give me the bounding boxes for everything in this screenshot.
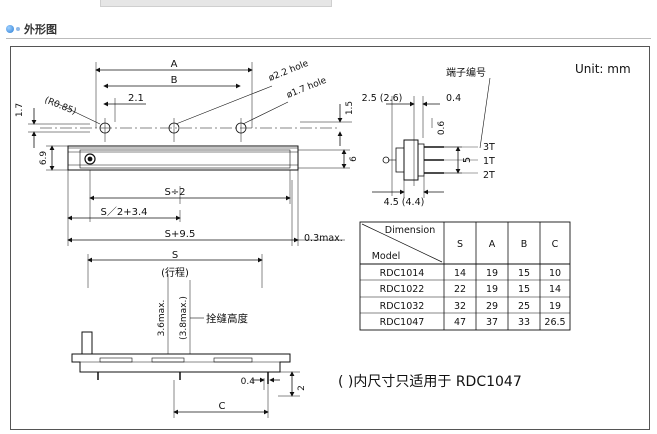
bottom-view	[71, 254, 300, 418]
side-dim-04-label: 0.4	[446, 93, 461, 104]
table-cell: 25	[518, 301, 530, 312]
hole-17-label: ø1.7 hole	[285, 76, 328, 101]
dim-a-label: A	[171, 59, 178, 70]
side-dim-5-label: 5	[462, 157, 473, 163]
table-cell: 29	[486, 301, 498, 312]
r085-label: (R0.85)	[43, 96, 78, 118]
table-col-s: S	[457, 239, 463, 250]
section-header: 外形图	[6, 20, 57, 38]
table-col-b: B	[521, 239, 528, 250]
bottom-dim-38-label: (3.8max.)	[179, 296, 189, 340]
table-cell: 19	[549, 301, 561, 312]
bullet-icon	[6, 25, 14, 33]
section-divider	[6, 38, 651, 39]
terminal-3t-label: 3T	[483, 142, 495, 153]
table-row-model: RDC1047	[380, 317, 425, 328]
travel-label: (行程)	[161, 266, 189, 279]
dim-1-7-label: 1.7	[15, 103, 25, 117]
table-cell: 19	[486, 268, 498, 279]
section-title: 外形图	[24, 23, 57, 36]
table-cell: 14	[454, 268, 466, 279]
table-cell: 37	[486, 317, 498, 328]
table-cell: 33	[518, 317, 530, 328]
table-cell: 15	[518, 284, 530, 295]
dim-2-1-label: 2.1	[128, 93, 144, 104]
table-cell: 14	[549, 284, 561, 295]
table-cell: 47	[454, 317, 466, 328]
bottom-dim-36-label: 3.6max.	[157, 300, 167, 337]
bottom-dim-04-label: 0.4	[241, 377, 256, 387]
table-cell: 19	[486, 284, 498, 295]
dim-s2-34-label: S／2+3.4	[101, 206, 148, 218]
side-dim-25-label: 2.5 (2.6)	[362, 93, 403, 104]
table-header-model: Model	[372, 251, 401, 262]
applicability-note: ( )内尺寸只适用于 RDC1047	[338, 374, 522, 390]
bottom-dim-2-label: 2	[297, 385, 307, 391]
table-header-dimension: Dimension	[385, 225, 436, 236]
dim-s2-label: S÷2	[164, 187, 185, 198]
dim-6-9-label: 6.9	[39, 151, 49, 166]
bottom-dim-s-label: S	[172, 250, 178, 261]
knob-height-label: 拴缝高度	[206, 312, 248, 325]
side-dim-06-label: 0.6	[437, 121, 447, 136]
dimension-table	[359, 221, 571, 331]
dim-s95-label: S+9.5	[165, 229, 196, 240]
dim-1-5-label: 1.5	[345, 101, 355, 115]
side-dim-45-label: 4.5 (4.4)	[384, 197, 425, 208]
unit-label: Unit: mm	[575, 62, 631, 76]
bottom-dim-c-label: C	[219, 401, 226, 412]
terminal-label: 端子编号	[446, 66, 486, 79]
dim-b-label: B	[171, 75, 178, 86]
top-tab-strip	[100, 0, 332, 7]
table-cell: 15	[518, 268, 530, 279]
drawing-frame	[10, 46, 650, 430]
table-cell: 10	[549, 268, 561, 279]
hole-22-label: ø2.2 hole	[267, 59, 310, 84]
dim-03max-label: 0.3max.	[304, 233, 343, 244]
table-row-model: RDC1032	[380, 301, 425, 312]
table-row-model: RDC1014	[380, 268, 425, 279]
side-view	[372, 77, 491, 198]
terminal-1t-label: 1T	[483, 156, 495, 167]
table-row-model: RDC1022	[380, 284, 425, 295]
table-cell: 32	[454, 301, 466, 312]
table-cell: 22	[454, 284, 466, 295]
terminal-2t-label: 2T	[483, 170, 495, 181]
table-col-c: C	[552, 239, 559, 250]
bullet-dot-icon	[16, 27, 20, 31]
table-col-a: A	[489, 239, 496, 250]
dim-6-label: 6	[349, 156, 359, 162]
top-view	[28, 62, 352, 246]
table-cell: 26.5	[544, 317, 565, 328]
